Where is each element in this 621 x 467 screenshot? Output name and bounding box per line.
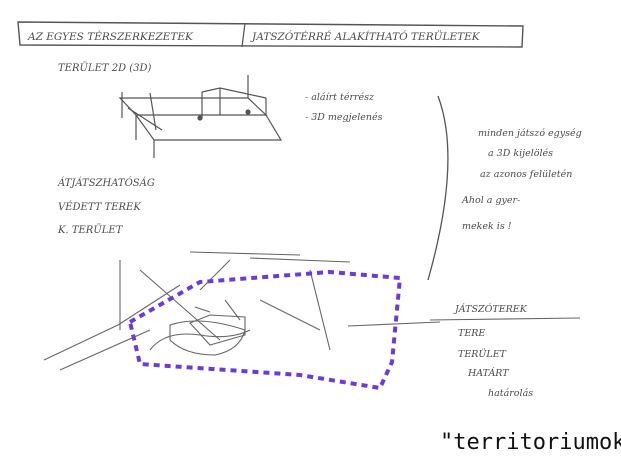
br-note-line-4: HATÁRT xyxy=(467,367,509,379)
br-note-line-5: határolás xyxy=(488,388,533,399)
page-caption: "territoriumok xyxy=(440,430,621,455)
right-note-line-2: a 3D kijelölés xyxy=(488,148,553,159)
right-note-line-4: Ahol a gyer- xyxy=(461,195,520,206)
right-note: minden játszó egység a 3D kijelölés az a… xyxy=(461,128,582,232)
middle-notes: - aláírt térrész - 3D megjelenés xyxy=(305,92,383,123)
right-note-line-3: az azonos felületén xyxy=(480,169,572,180)
note-item-1: TERÜLET 2D (3D) xyxy=(58,62,152,74)
br-note-line-1: JÁTSZÓTEREK xyxy=(453,303,528,315)
header-frame: AZ EGYES TÉRSZERKEZETEK JATSZÓTÉRRÉ ALAK… xyxy=(17,21,524,48)
br-note-line-3: TERÜLET xyxy=(458,348,507,360)
note-item-2: ÁTJÁTSZHATÓSÁG xyxy=(57,177,155,189)
left-notes: TERÜLET 2D (3D) ÁTJÁTSZHATÓSÁG VÉDETT TE… xyxy=(57,62,155,236)
note-item-3: VÉDETT TEREK xyxy=(58,201,141,213)
bracket-line xyxy=(427,95,449,281)
right-note-line-5: mekek is ! xyxy=(462,221,512,232)
br-note-line-2: TERE xyxy=(458,328,485,339)
mid-note-line-2: - 3D megjelenés xyxy=(305,112,383,123)
header-left-text: AZ EGYES TÉRSZERKEZETEK xyxy=(27,29,194,43)
note-item-4: K. TERÜLET xyxy=(57,224,124,236)
box-sketch xyxy=(118,75,283,158)
header-right-text: JATSZÓTÉRRÉ ALAKÍTHATÓ TERÜLETEK xyxy=(250,29,481,43)
dashed-boundary xyxy=(128,270,402,390)
mid-note-line-1: - aláírt térrész xyxy=(305,92,375,103)
bottom-right-note: JÁTSZÓTEREK TERE TERÜLET HATÁRT határolá… xyxy=(453,303,533,399)
bottom-sketch-lines xyxy=(43,251,581,371)
right-note-line-1: minden játszó egység xyxy=(478,128,582,139)
